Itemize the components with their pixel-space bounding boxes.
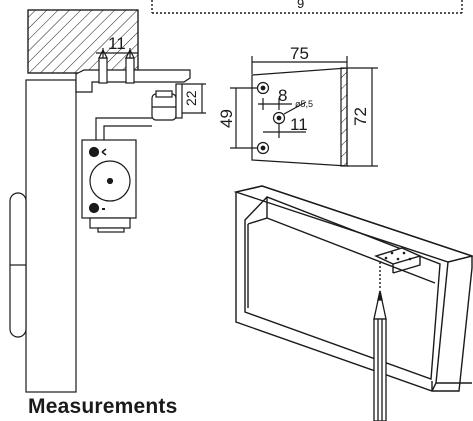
offset-11-label: 11 (290, 115, 308, 134)
door-hinge (9, 192, 27, 338)
plate-height-label: 72 (351, 107, 370, 126)
top-partial-label: 9 (297, 0, 304, 11)
door-frame-perspective (233, 185, 473, 392)
pencil-icon (373, 290, 387, 421)
hole-spacing-label: 49 (217, 109, 236, 128)
plate-detail (230, 56, 378, 167)
side-view (9, 9, 206, 393)
door-leaf (25, 79, 77, 393)
plate-width-label: 75 (290, 44, 309, 63)
side-spacing-label: 11 (108, 34, 126, 53)
page-title: Measurements (28, 395, 178, 418)
hatched-lintel (27, 9, 139, 74)
side-height-label: 22 (183, 90, 199, 106)
hole-diameter-label: ø5,5 (295, 99, 313, 109)
offset-8-label: 8 (278, 86, 287, 105)
adjust-screw-bottom (88, 202, 100, 214)
bracket-dots (384, 251, 412, 261)
adjust-screw-top (88, 146, 100, 158)
dashed-callout-frame (151, 0, 463, 14)
